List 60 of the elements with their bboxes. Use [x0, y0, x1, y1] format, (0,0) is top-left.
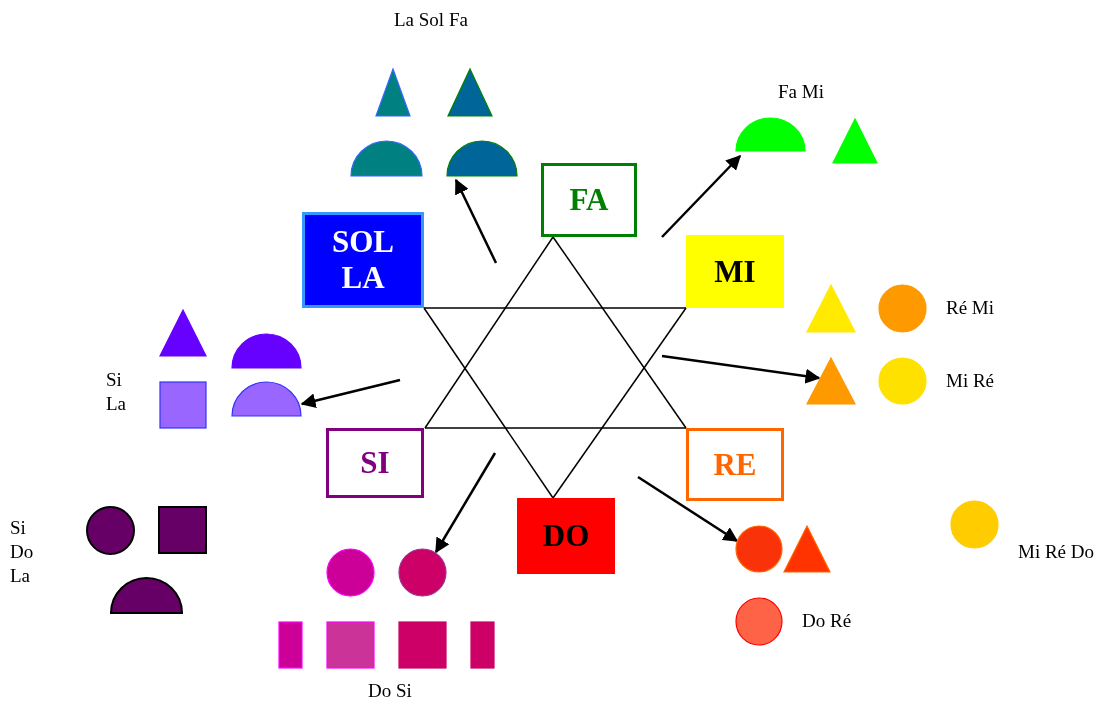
note-box	[517, 498, 615, 574]
circle-shape	[735, 597, 783, 646]
arrow	[661, 354, 821, 384]
semicircle-shape	[350, 140, 423, 177]
square-shape	[326, 621, 375, 669]
circle-shape	[326, 548, 375, 597]
note-box	[686, 428, 784, 501]
circle-shape	[878, 357, 927, 405]
triangle-shape	[832, 118, 878, 164]
note-caption: Si La	[106, 368, 128, 416]
note-box	[302, 212, 424, 308]
circle-shape	[878, 284, 927, 333]
star-line	[424, 236, 554, 429]
star-line	[552, 307, 687, 499]
square-shape	[278, 621, 303, 669]
note-caption: Si Do La	[10, 516, 35, 588]
arrow	[454, 178, 498, 264]
note-name: SOL LA	[331, 224, 395, 296]
circle-shape	[735, 525, 783, 573]
triangle-shape	[447, 68, 493, 117]
semicircle-shape	[735, 117, 806, 152]
circle-shape	[86, 506, 135, 555]
circle-shape	[398, 548, 447, 597]
triangle-shape	[375, 68, 411, 117]
semicircle-shape	[110, 577, 183, 614]
note-box	[686, 235, 784, 308]
triangle-shape	[783, 525, 831, 573]
note-caption: Mi Ré Do	[1018, 540, 1094, 564]
star-line	[423, 307, 687, 309]
star-line	[423, 307, 554, 499]
arrow	[300, 378, 401, 409]
note-caption: Do Si	[368, 679, 412, 703]
square-shape	[398, 621, 447, 669]
note-name: SI	[360, 445, 390, 481]
semicircle-shape	[446, 140, 518, 177]
triangle-shape	[159, 309, 207, 357]
note-caption: Ré Mi	[946, 296, 995, 320]
triangle-shape	[806, 284, 856, 333]
triangle-shape	[806, 357, 856, 405]
star-line	[424, 427, 687, 429]
square-shape	[159, 381, 207, 429]
note-name: RE	[713, 446, 757, 483]
note-caption: Fa Mi	[778, 80, 824, 104]
circle-shape	[950, 500, 999, 549]
note-box	[541, 163, 637, 237]
note-caption: La Sol Fa	[394, 8, 468, 32]
square-shape	[158, 506, 207, 554]
semicircle-shape	[231, 381, 302, 417]
arrow	[661, 154, 742, 238]
note-caption: Mi Ré	[946, 369, 995, 393]
star-line	[552, 236, 687, 429]
note-caption: Do Ré	[802, 609, 852, 633]
square-shape	[470, 621, 495, 669]
note-name: FA	[569, 182, 609, 218]
note-box	[326, 428, 424, 498]
semicircle-shape	[231, 333, 302, 369]
note-name: MI	[714, 253, 756, 290]
note-name: DO	[542, 518, 590, 554]
arrow	[434, 452, 497, 554]
arrow	[637, 475, 739, 543]
